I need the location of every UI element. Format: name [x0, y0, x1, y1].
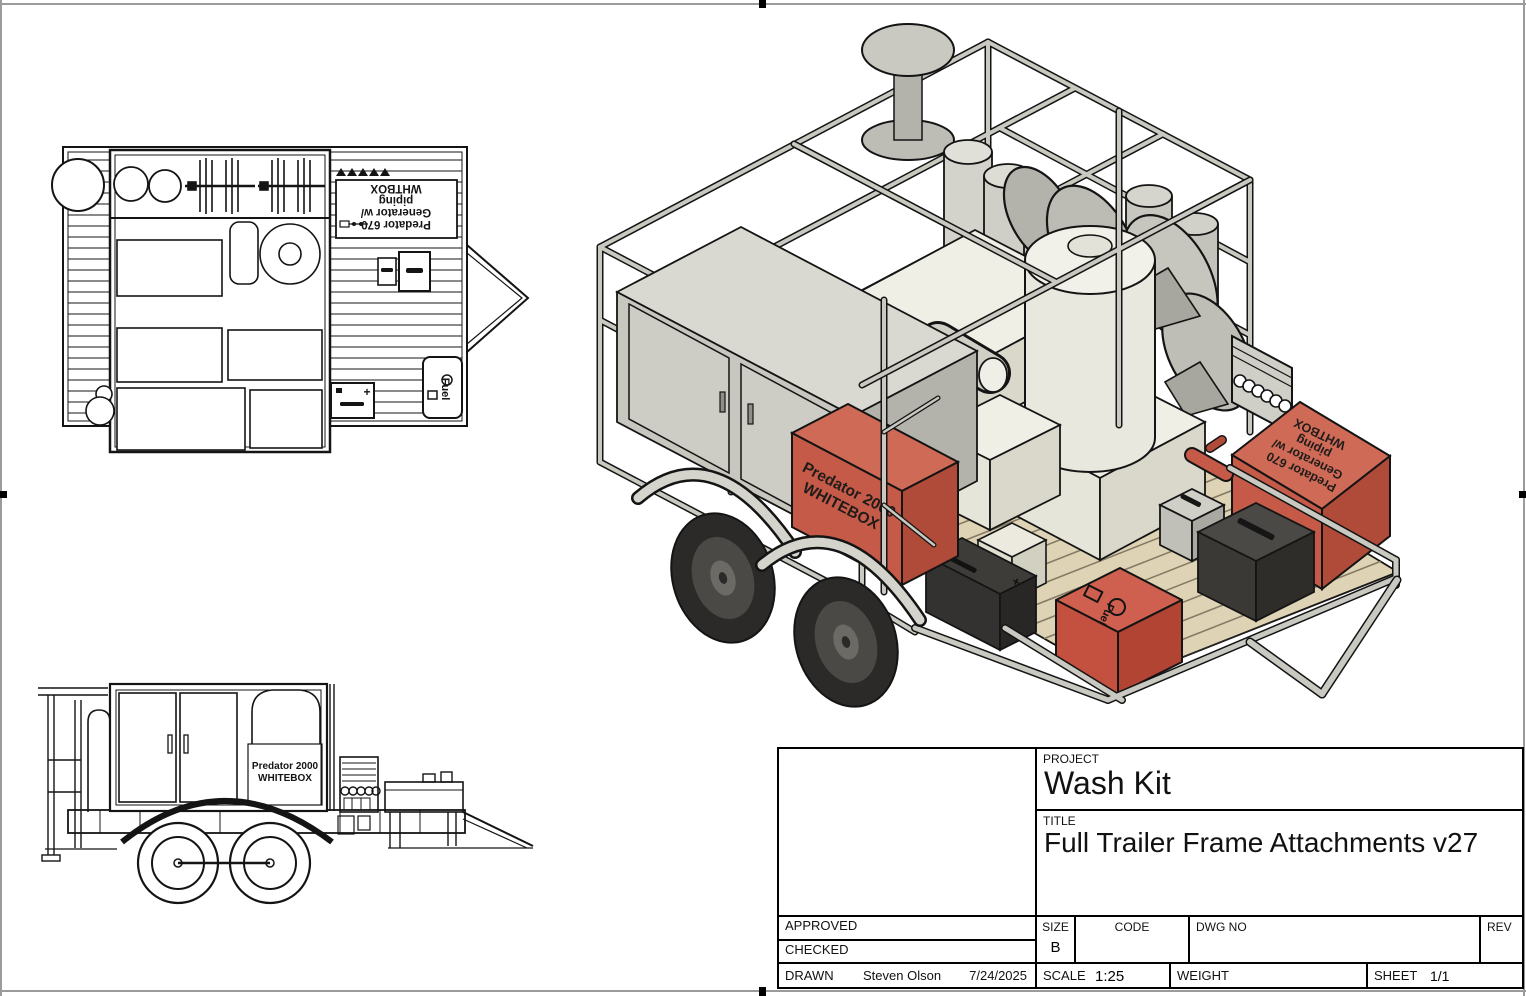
top-small-circle-2	[85, 396, 115, 426]
sheet-label: SHEET	[1374, 968, 1418, 983]
drawn-by: Steven Olson	[863, 968, 942, 983]
top-reels	[185, 158, 325, 214]
size-cell: SIZE B	[1035, 915, 1074, 962]
side-gen2000-line1: Predator 2000	[252, 761, 319, 772]
dwg-no-cell: DWG NO	[1188, 915, 1479, 962]
checked-cell: CHECKED	[779, 939, 1035, 962]
top-generator670-label: Predator 670 Generator w/ piping WHTBOX	[360, 182, 431, 230]
top-pill	[229, 221, 259, 285]
side-generator2000-panel	[247, 743, 323, 806]
top-tank-large	[51, 158, 105, 212]
top-generator670-box	[335, 179, 458, 239]
iso-fender-2	[755, 535, 927, 627]
rev-cell: REV	[1479, 915, 1522, 962]
size-value: B	[1050, 939, 1061, 956]
iso-cabinet-door-left	[628, 302, 730, 475]
drawn-cell: DRAWN Steven Olson 7/24/2025	[779, 962, 1035, 987]
iso-door-handle-right	[747, 403, 754, 425]
battery-plus-mark: +	[363, 385, 370, 399]
top-equip-rect-1	[116, 239, 223, 297]
dwg-no-label: DWG NO	[1196, 920, 1247, 934]
iso-fuel-tank: Fuel	[1055, 567, 1183, 695]
side-left-frame	[38, 687, 108, 862]
title-value: Full Trailer Frame Attachments v27	[1044, 827, 1479, 858]
side-cabinet-door-left	[118, 692, 177, 803]
drawn-date: 7/24/2025	[969, 968, 1027, 983]
scale-value: 1:25	[1095, 968, 1125, 985]
side-cylinder-tank	[87, 709, 111, 812]
checked-label: CHECKED	[785, 942, 849, 957]
drawn-label: DRAWN	[785, 968, 834, 983]
iso-hose-hanger	[1231, 334, 1293, 436]
top-equip-rect-2	[116, 327, 223, 383]
top-tongue	[466, 244, 530, 353]
top-equip-rect-4	[116, 387, 246, 451]
iso-front-post	[880, 296, 941, 596]
code-cell: CODE	[1074, 915, 1188, 962]
isometric-view: Predator 670 Generator w/ piping WHTBOX	[596, 23, 1402, 708]
iso-dark-box	[1195, 501, 1317, 623]
side-fender	[120, 798, 334, 845]
top-equip-rect-5	[249, 389, 323, 449]
project-cell: PROJECT Wash Kit	[1035, 749, 1522, 809]
top-tank-2	[148, 169, 182, 203]
titleblock-empty-cell	[779, 749, 1035, 915]
top-fuel-box: Fuel	[422, 356, 463, 419]
top-caret-row	[336, 168, 390, 176]
side-view: Predator 2000 WHITEBOX	[38, 682, 534, 905]
top-tank-1	[113, 166, 149, 202]
top-fuel-label: Fuel	[439, 378, 451, 401]
approved-cell: APPROVED	[779, 915, 1035, 939]
side-gen2000-line2: WHITEBOX	[258, 773, 312, 784]
weight-label: WEIGHT	[1177, 968, 1229, 983]
side-hose-hanger	[329, 684, 381, 813]
top-view: Predator 670 Generator w/ piping WHTBOX	[51, 146, 530, 454]
top-battery-box: +	[330, 382, 375, 419]
title-cell: TITLE Full Trailer Frame Attachments v27	[1035, 809, 1522, 915]
iso-door-handle-left	[719, 391, 726, 413]
side-dome-tank	[251, 689, 321, 744]
scale-label: SCALE	[1043, 968, 1086, 983]
iso-lid-stack	[861, 23, 955, 161]
iso-wheel-2	[793, 576, 899, 708]
iso-red-pipe	[1184, 435, 1234, 482]
top-linkage	[339, 220, 368, 228]
sheet-value: 1/1	[1430, 968, 1450, 984]
side-rear-platform	[337, 771, 464, 848]
code-label: CODE	[1114, 920, 1150, 934]
gen670-line2: Generator w/	[360, 206, 431, 218]
size-label: SIZE	[1042, 920, 1069, 934]
iso-wheel-1	[670, 512, 776, 644]
title-label: TITLE	[1043, 814, 1076, 828]
iso-tongue	[1245, 575, 1402, 699]
side-door-handle-left	[167, 734, 173, 754]
scale-cell: SCALE 1:25	[1035, 962, 1169, 987]
iso-fender-1	[631, 467, 802, 559]
project-label: PROJECT	[1043, 752, 1100, 766]
top-equip-rect-3	[227, 329, 323, 381]
approved-label: APPROVED	[785, 918, 858, 933]
sheet-cell: SHEET 1/1	[1366, 962, 1522, 987]
top-small-box-2	[398, 251, 431, 292]
title-block: PROJECT Wash Kit TITLE Full Trailer Fram…	[777, 747, 1524, 989]
rev-label: REV	[1487, 920, 1512, 934]
weight-cell: WEIGHT	[1169, 962, 1366, 987]
gen670-line3: piping	[379, 194, 414, 206]
project-value: Wash Kit	[1044, 765, 1171, 801]
gen670-line4: WHTBOX	[370, 182, 421, 194]
gen670-line1: Predator 670	[361, 218, 431, 230]
side-door-handle-right	[183, 734, 189, 754]
iso-cage-overlay	[790, 107, 1254, 429]
side-cabinet	[108, 682, 329, 813]
